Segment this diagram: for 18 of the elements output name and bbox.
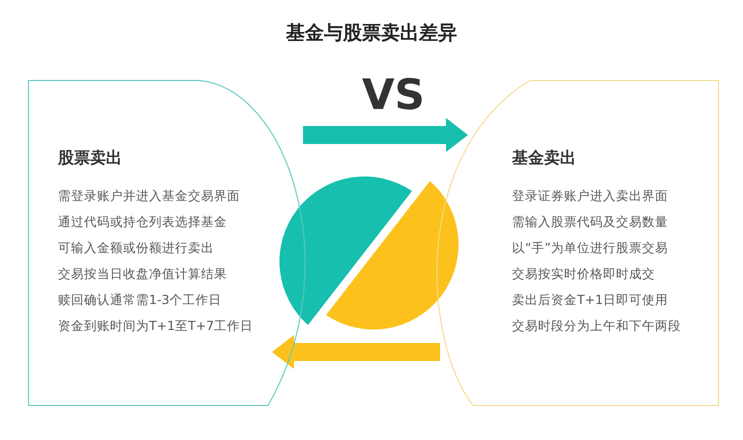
list-item: 可输入金额或份额进行卖出: [58, 240, 214, 257]
panel-heading: 基金卖出: [512, 148, 576, 169]
list-item: 交易按实时价格即时成交: [512, 266, 655, 283]
vs-label: VS: [362, 74, 425, 116]
list-item: 卖出后资金T+1日即可使用: [512, 292, 668, 309]
list-item: 通过代码或持仓列表选择基金: [58, 214, 227, 231]
list-item: 以“手”为单位进行股票交易: [512, 240, 668, 257]
list-item: 赎回确认通常需1-3个工作日: [58, 292, 222, 309]
arrow: [303, 118, 468, 152]
panel-heading: 股票卖出: [58, 148, 122, 169]
list-item: 交易时段分为上午和下午两段: [512, 318, 681, 335]
list-item: 需登录账户并进入基金交易界面: [58, 188, 240, 205]
list-item: 需输入股票代码及交易数量: [512, 214, 668, 231]
list-item: 交易按当日收盘净值计算结果: [58, 266, 227, 283]
list-item: 登录证券账户进入卖出界面: [512, 188, 668, 205]
arrow: [272, 335, 440, 369]
list-item: 资金到账时间为T+1至T+7工作日: [58, 318, 254, 335]
title: 基金与股票卖出差异: [285, 21, 458, 46]
